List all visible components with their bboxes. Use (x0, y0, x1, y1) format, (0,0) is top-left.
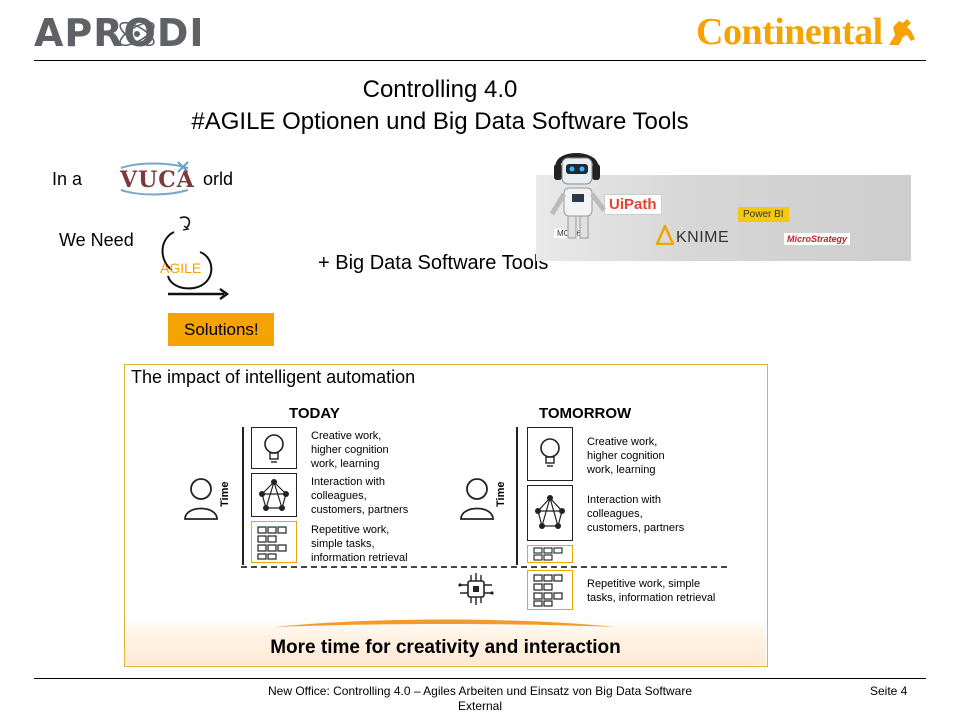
vuca-doodle-icon (120, 161, 189, 196)
footer-divider (34, 678, 926, 679)
network-icon (259, 479, 289, 511)
knime-triangle-icon (656, 225, 674, 245)
microstrategy-logo: MicroStrategy (784, 233, 851, 245)
person-icon (184, 478, 218, 520)
solutions-badge: Solutions! (168, 313, 274, 346)
repetitive-remainder-box (527, 545, 573, 563)
person-icon-tomorrow (460, 478, 494, 520)
process-steps-icon-tomorrow (533, 574, 563, 607)
agile-cycle-icon (161, 216, 230, 300)
continental-logo: Continental (696, 8, 919, 56)
lightbulb-icon-tomorrow (540, 438, 560, 467)
interaction-text-today: Interaction with colleagues, customers, … (311, 476, 409, 516)
header-divider (34, 60, 926, 61)
time-axis-label-today: Time (219, 481, 231, 507)
impact-figure: The impact of intelligent automation TOD… (124, 364, 768, 667)
process-steps-icon (257, 526, 287, 560)
powerbi-logo: Power BI (738, 207, 789, 222)
interaction-box-tomorrow (527, 485, 573, 541)
aprodi-logo: APRODI (34, 10, 205, 56)
continental-logo-text: Continental (696, 11, 883, 53)
world-text: orld (203, 169, 234, 189)
agile-label: AGILE (160, 260, 202, 276)
title-line-1: Controlling 4.0 (362, 76, 518, 103)
time-axis-label-tomorrow: Time (495, 481, 507, 507)
orange-swoosh (275, 619, 615, 627)
creative-box-tomorrow (527, 427, 573, 481)
impact-title: The impact of intelligent automation (131, 367, 416, 387)
creative-text-tomorrow: Creative work, higher cognition work, le… (587, 436, 665, 476)
today-heading: TODAY (289, 405, 340, 422)
title-line-2: #AGILE Optionen und Big Data Software To… (191, 108, 689, 135)
knime-logo: KNIME (676, 229, 730, 246)
slide-title: Controlling 4.0 #AGILE Optionen und Big … (100, 74, 780, 138)
aprodi-logo-text: APRODI (34, 11, 205, 55)
page-number: Seite 4 (870, 684, 908, 698)
robot-chip-icon (458, 573, 494, 605)
creative-box-today (251, 427, 297, 469)
uipath-logo: UiPath (604, 194, 662, 215)
horse-icon (888, 19, 915, 45)
process-steps-icon-small (533, 547, 563, 561)
time-axis-tomorrow (516, 427, 518, 565)
footer-line-2: External (457, 699, 503, 713)
repetitive-box-today (251, 521, 297, 563)
baseline-divider (241, 566, 727, 568)
big-data-tools-text: + Big Data Software Tools (318, 252, 549, 274)
in-a-text: In a (52, 169, 83, 189)
footer-line-1: New Office: Controlling 4.0 – Agiles Arb… (267, 684, 692, 698)
tomorrow-heading: TOMORROW (539, 405, 632, 422)
interaction-box-today (251, 473, 297, 517)
footer-text: New Office: Controlling 4.0 – Agiles Arb… (230, 684, 730, 714)
repetitive-box-tomorrow (527, 570, 573, 610)
we-need-text: We Need (59, 230, 134, 250)
network-icon-tomorrow (535, 495, 565, 529)
vuca-graphic: VUCA (118, 160, 195, 198)
robot-icon (549, 153, 606, 239)
time-axis-today (242, 427, 244, 565)
banner-background (125, 617, 766, 665)
atom-icon (119, 21, 155, 47)
creative-text-today: Creative work, higher cognition work, le… (311, 430, 389, 470)
repetitive-text-tomorrow: Repetitive work, simple tasks, informati… (587, 578, 716, 604)
interaction-text-tomorrow: Interaction with colleagues, customers, … (587, 494, 685, 534)
repetitive-text-today: Repetitive work, simple tasks, informati… (311, 524, 408, 564)
vuca-text: VUCA (120, 167, 195, 193)
lightbulb-icon (264, 434, 284, 463)
impact-banner-text: More time for creativity and interaction (270, 637, 621, 658)
